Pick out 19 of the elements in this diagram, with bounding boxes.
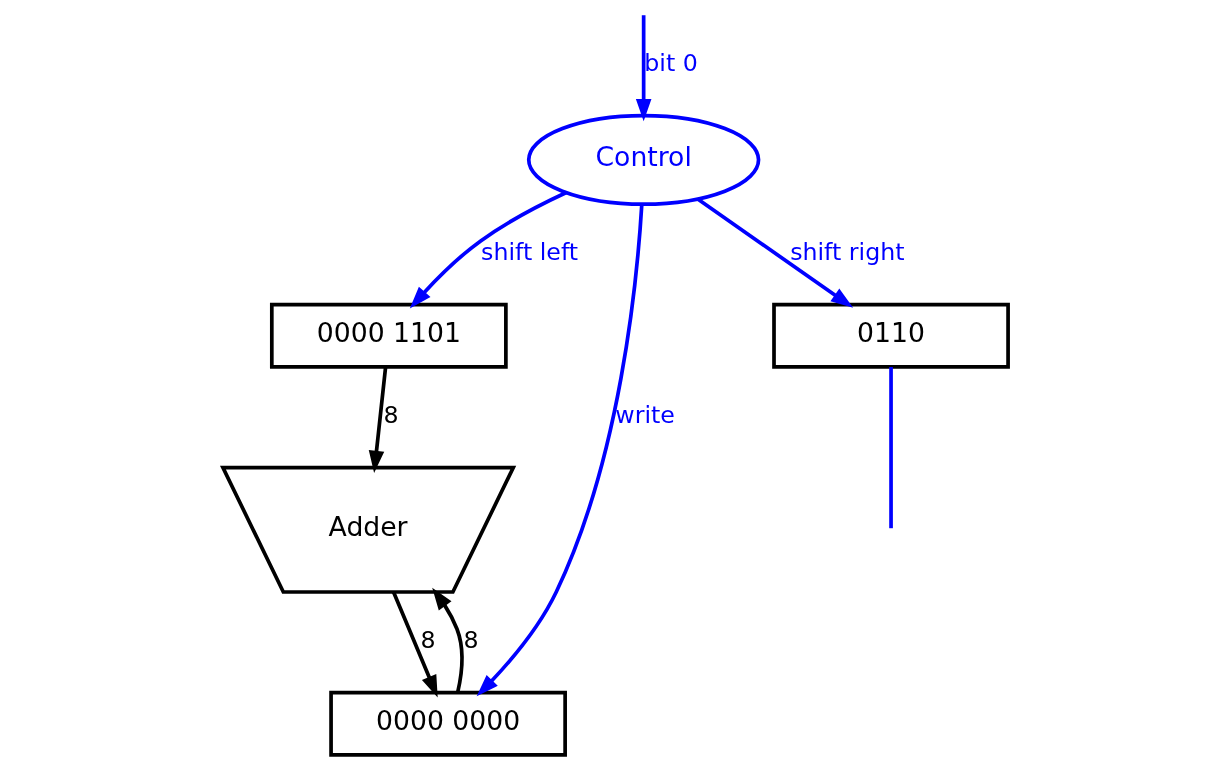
connector: [889, 367, 893, 529]
edge-label: shift left: [481, 237, 579, 266]
edge-label: bit 0: [644, 49, 698, 78]
arrow: [635, 15, 652, 122]
node-ellipse: Control: [526, 113, 761, 206]
edge-label: 8: [383, 400, 399, 429]
edge-label: write: [615, 400, 675, 429]
node-box: 0000 0000: [329, 690, 567, 757]
arrow: [432, 587, 464, 693]
edge-label: shift right: [790, 237, 905, 266]
edge-label: 8: [463, 625, 479, 654]
node-box: 0110: [772, 302, 1010, 369]
arrow: [476, 203, 644, 697]
arrow: [368, 366, 388, 473]
arrow: [409, 190, 568, 309]
node-box: 0000 1101: [269, 302, 508, 369]
arrow: [391, 591, 438, 698]
edge-label: 8: [420, 625, 436, 654]
arrow: [696, 197, 854, 308]
